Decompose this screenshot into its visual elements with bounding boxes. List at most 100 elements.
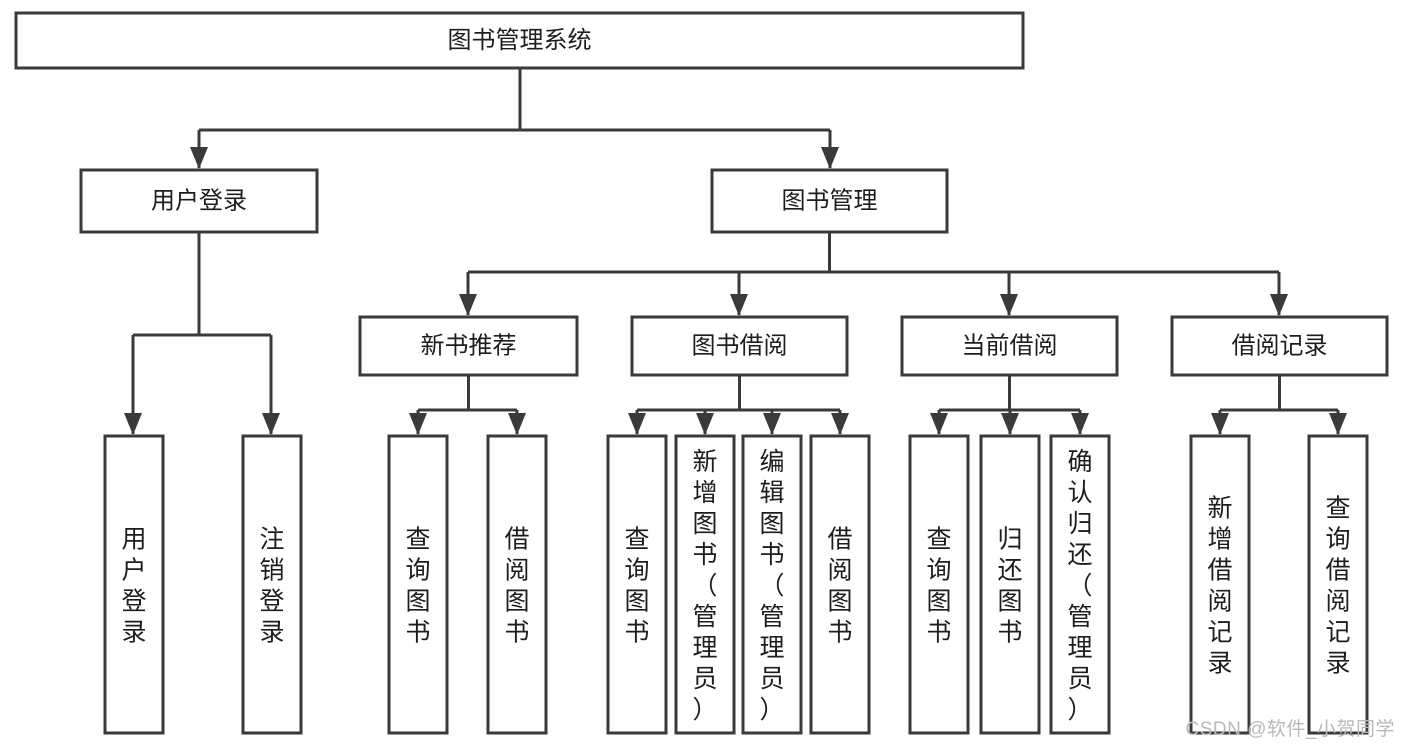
node-label-char: 注 (259, 526, 284, 554)
arrow-borrow-record-leaf-0 (1211, 413, 1229, 435)
node-label-new-book-recommend: 新书推荐 (421, 332, 517, 359)
node-label-char: 录 (1207, 650, 1232, 678)
node-label-char: 图 (624, 588, 649, 616)
node-box-book-borrow[interactable] (630, 315, 849, 377)
arrow-book-borrow-leaf-0 (628, 413, 646, 435)
node-label-char: 员 (692, 665, 717, 693)
arrow-current-borrow-leaf-2 (1071, 413, 1089, 435)
node-box-leaf-query-book-3[interactable] (908, 434, 970, 735)
node-label-char: 录 (1325, 650, 1350, 678)
node-user-login[interactable]: 用户登录 (79, 168, 319, 234)
node-label-char: （ (692, 572, 717, 600)
node-label-char: ） (759, 696, 784, 724)
node-box-leaf-add-record[interactable] (1189, 434, 1251, 735)
node-label-char: 书 (504, 619, 529, 647)
node-label-char: 阅 (1207, 588, 1232, 616)
node-label-char: 理 (1067, 634, 1092, 662)
node-box-current-borrow[interactable] (900, 315, 1119, 377)
arrow-to-book-borrow (730, 294, 748, 316)
node-box-leaf-query-book-2[interactable] (606, 434, 668, 735)
node-box-leaf-logout[interactable] (241, 434, 303, 735)
node-box-leaf-confirm-return[interactable] (1049, 434, 1111, 735)
node-label-char: 借 (1325, 557, 1350, 585)
node-label-char: 管 (759, 603, 784, 631)
node-label-char: ） (692, 696, 717, 724)
node-box-leaf-user-login[interactable] (103, 434, 165, 735)
node-label-char: 增 (1207, 526, 1232, 554)
node-leaf-user-login[interactable]: 用户登录 (103, 434, 165, 735)
node-label-char: 阅 (1325, 588, 1350, 616)
node-label-char: 新 (1207, 495, 1232, 523)
node-label-char: 书 (405, 619, 430, 647)
node-label-char: 借 (827, 526, 852, 554)
node-box-leaf-borrow-book-2[interactable] (809, 434, 871, 735)
connector-lines-layer (124, 68, 1347, 435)
node-label-char: 询 (624, 557, 649, 585)
node-box-leaf-return-book[interactable] (979, 434, 1041, 735)
node-label-char: 归 (1067, 510, 1092, 538)
arrow-current-borrow-leaf-1 (1001, 413, 1019, 435)
node-label-char: 销 (259, 557, 284, 585)
node-label-char: 图 (504, 588, 529, 616)
node-box-leaf-add-book[interactable] (674, 434, 736, 735)
node-borrow-record[interactable]: 借阅记录 (1170, 315, 1389, 377)
node-label-root: 图书管理系统 (448, 27, 592, 54)
arrow-new-book-recommend-leaf-1 (508, 413, 526, 435)
node-box-leaf-query-record[interactable] (1307, 434, 1369, 735)
arrow-to-current-borrow (1000, 294, 1018, 316)
node-label-char: 辑 (759, 479, 784, 507)
node-label-char: 书 (624, 619, 649, 647)
node-label-char: 管 (1067, 603, 1092, 631)
node-label-char: 查 (1325, 495, 1350, 523)
node-label-char: 员 (759, 665, 784, 693)
arrow-user-login-leaf-1 (262, 413, 280, 435)
node-label-char: 录 (259, 619, 284, 647)
node-label-char: 查 (624, 526, 649, 554)
node-label-char: 借 (1207, 557, 1232, 585)
node-label-book-borrow: 图书借阅 (692, 332, 788, 359)
node-label-char: 询 (405, 557, 430, 585)
node-current-borrow[interactable]: 当前借阅 (900, 315, 1119, 377)
arrow-to-user-login (190, 147, 208, 169)
node-box-new-book-recommend[interactable] (358, 315, 579, 377)
node-book-borrow[interactable]: 图书借阅 (630, 315, 849, 377)
node-label-char: 管 (692, 603, 717, 631)
node-label-char: 理 (759, 634, 784, 662)
node-box-leaf-query-book-1[interactable] (387, 434, 449, 735)
node-box-borrow-record[interactable] (1170, 315, 1389, 377)
node-new-book-recommend[interactable]: 新书推荐 (358, 315, 579, 377)
node-label-char: 书 (827, 619, 852, 647)
node-box-root[interactable] (14, 11, 1025, 70)
node-label-char: 阅 (504, 557, 529, 585)
arrow-borrow-record-leaf-1 (1329, 413, 1347, 435)
node-label-book-manage: 图书管理 (782, 187, 878, 214)
node-label-char: 用 (121, 526, 146, 554)
node-label-char: 查 (405, 526, 430, 554)
node-label-char: 还 (1067, 541, 1092, 569)
node-box-leaf-edit-book[interactable] (741, 434, 803, 735)
node-box-leaf-borrow-book-1[interactable] (486, 434, 548, 735)
node-label-char: 图 (692, 510, 717, 538)
node-label-current-borrow: 当前借阅 (962, 332, 1058, 359)
node-box-book-manage[interactable] (710, 168, 949, 234)
node-label-char: ） (1067, 696, 1092, 724)
node-label-char: （ (1067, 572, 1092, 600)
node-box-user-login[interactable] (79, 168, 319, 234)
arrow-to-borrow-record (1270, 294, 1288, 316)
node-book-manage[interactable]: 图书管理 (710, 168, 949, 234)
node-label-char: （ (759, 572, 784, 600)
node-root[interactable]: 图书管理系统 (14, 11, 1025, 70)
